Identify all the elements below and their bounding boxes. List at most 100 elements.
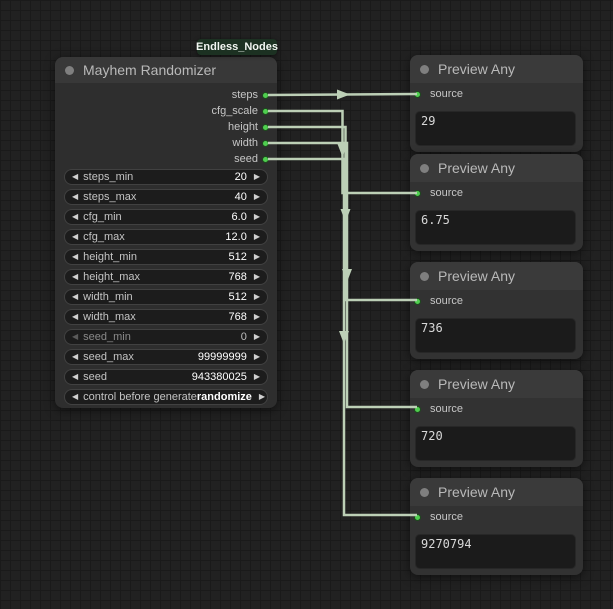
widget-label: steps_min <box>83 171 134 183</box>
increment-arrow-icon[interactable]: ▶ <box>253 272 260 281</box>
node-title-bar[interactable]: Preview Any <box>410 262 583 290</box>
port-label: height <box>228 121 258 133</box>
collapse-dot-icon[interactable] <box>420 163 429 173</box>
increment-arrow-icon[interactable]: ▶ <box>253 352 260 361</box>
node-title: Preview Any <box>438 61 516 77</box>
increment-arrow-icon[interactable]: ▶ <box>258 392 266 401</box>
node-preview-any-5[interactable]: Preview Any source 9270794 <box>410 478 583 575</box>
port-label: source <box>430 88 464 100</box>
increment-arrow-icon[interactable]: ▶ <box>253 212 260 221</box>
input-port-source: source <box>410 185 583 201</box>
input-socket-icon[interactable] <box>414 189 421 197</box>
port-label: cfg_scale <box>211 105 258 117</box>
port-label: width <box>232 137 258 149</box>
link-wire-cfg_scale <box>268 109 417 195</box>
output-socket-icon[interactable] <box>262 139 269 147</box>
increment-arrow-icon[interactable]: ▶ <box>253 252 260 261</box>
node-title: Mayhem Randomizer <box>83 62 217 78</box>
node-preview-any-3[interactable]: Preview Any source 736 <box>410 262 583 359</box>
decrement-arrow-icon[interactable]: ◀ <box>72 232 79 241</box>
node-title-bar[interactable]: Preview Any <box>410 154 583 182</box>
decrement-arrow-icon[interactable]: ◀ <box>72 332 79 341</box>
decrement-arrow-icon[interactable]: ◀ <box>72 392 79 401</box>
link-arrow-icon <box>339 331 349 344</box>
input-socket-icon[interactable] <box>414 90 421 98</box>
decrement-arrow-icon[interactable]: ◀ <box>72 272 79 281</box>
badge-label: Endless_Nodes <box>196 41 278 53</box>
widget-label: width_max <box>83 311 136 323</box>
output-socket-icon[interactable] <box>262 123 269 131</box>
port-label: source <box>430 295 464 307</box>
node-mayhem-randomizer[interactable]: Mayhem Randomizer steps cfg_scale height… <box>55 57 277 408</box>
decrement-arrow-icon[interactable]: ◀ <box>72 192 79 201</box>
preview-value-box[interactable]: 720 <box>415 426 576 461</box>
node-title-bar[interactable]: Preview Any <box>410 478 583 506</box>
widget-label: seed_min <box>83 331 131 343</box>
widget-value: 99999999 <box>197 351 247 363</box>
output-port-cfg-scale: cfg_scale <box>55 103 277 119</box>
decrement-arrow-icon[interactable]: ◀ <box>72 292 79 301</box>
decrement-arrow-icon[interactable]: ◀ <box>72 252 79 261</box>
widget-seed[interactable]: ◀ seed 943380025 ▶ <box>64 369 268 385</box>
increment-arrow-icon[interactable]: ▶ <box>253 292 260 301</box>
widget-label: cfg_max <box>83 231 125 243</box>
widget-cfg-min[interactable]: ◀ cfg_min 6.0 ▶ <box>64 209 268 225</box>
preview-value-box[interactable]: 29 <box>415 111 576 146</box>
increment-arrow-icon[interactable]: ▶ <box>253 372 260 381</box>
decrement-arrow-icon[interactable]: ◀ <box>72 372 79 381</box>
input-socket-icon[interactable] <box>414 513 421 521</box>
widget-seed-max[interactable]: ◀ seed_max 99999999 ▶ <box>64 349 268 365</box>
increment-arrow-icon[interactable]: ▶ <box>253 312 260 321</box>
widget-steps-min[interactable]: ◀ steps_min 20 ▶ <box>64 169 268 185</box>
collapse-dot-icon[interactable] <box>420 379 429 389</box>
widget-value: randomize <box>196 391 252 403</box>
node-title-bar[interactable]: Preview Any <box>410 55 583 83</box>
output-port-height: height <box>55 119 277 135</box>
preview-value-box[interactable]: 9270794 <box>415 534 576 569</box>
widget-height-max[interactable]: ◀ height_max 768 ▶ <box>64 269 268 285</box>
node-preview-any-1[interactable]: Preview Any source 29 <box>410 55 583 152</box>
link-wire-steps <box>267 92 418 97</box>
input-socket-icon[interactable] <box>414 405 421 413</box>
node-title: Preview Any <box>438 376 516 392</box>
widget-height-min[interactable]: ◀ height_min 512 ▶ <box>64 249 268 265</box>
output-socket-icon[interactable] <box>262 91 269 99</box>
increment-arrow-icon[interactable]: ▶ <box>253 192 260 201</box>
increment-arrow-icon[interactable]: ▶ <box>253 172 260 181</box>
widget-control-before-generate[interactable]: ◀ control before generate randomize ▶ <box>64 389 268 405</box>
decrement-arrow-icon[interactable]: ◀ <box>72 352 79 361</box>
increment-arrow-icon[interactable]: ▶ <box>253 332 260 341</box>
widget-width-min[interactable]: ◀ width_min 512 ▶ <box>64 289 268 305</box>
widget-width-max[interactable]: ◀ width_max 768 ▶ <box>64 309 268 325</box>
port-label: source <box>430 403 464 415</box>
node-title: Preview Any <box>438 484 516 500</box>
output-socket-icon[interactable] <box>262 107 269 115</box>
node-title-bar[interactable]: Preview Any <box>410 370 583 398</box>
collapse-dot-icon[interactable] <box>420 64 429 74</box>
widget-cfg-max[interactable]: ◀ cfg_max 12.0 ▶ <box>64 229 268 245</box>
port-label: steps <box>231 89 258 101</box>
decrement-arrow-icon[interactable]: ◀ <box>72 212 79 221</box>
output-socket-icon[interactable] <box>262 155 269 163</box>
node-title-bar[interactable]: Mayhem Randomizer <box>55 57 277 83</box>
node-group-badge: Endless_Nodes <box>196 39 278 55</box>
collapse-dot-icon[interactable] <box>65 65 74 75</box>
widget-seed-min[interactable]: ◀ seed_min 0 ▶ <box>64 329 268 345</box>
decrement-arrow-icon[interactable]: ◀ <box>72 312 79 321</box>
node-preview-any-2[interactable]: Preview Any source 6.75 <box>410 154 583 251</box>
widget-steps-max[interactable]: ◀ steps_max 40 ▶ <box>64 189 268 205</box>
increment-arrow-icon[interactable]: ▶ <box>253 232 260 241</box>
input-socket-icon[interactable] <box>414 297 421 305</box>
node-title: Preview Any <box>438 160 516 176</box>
preview-value-box[interactable]: 6.75 <box>415 210 576 245</box>
output-ports: steps cfg_scale height width seed <box>55 87 277 167</box>
collapse-dot-icon[interactable] <box>420 487 429 497</box>
link-wire-height <box>268 125 417 302</box>
preview-value-box[interactable]: 736 <box>415 318 576 353</box>
collapse-dot-icon[interactable] <box>420 271 429 281</box>
link-arrow-icon <box>342 269 352 282</box>
node-preview-any-4[interactable]: Preview Any source 720 <box>410 370 583 467</box>
decrement-arrow-icon[interactable]: ◀ <box>72 172 79 181</box>
widget-label: seed <box>83 371 108 383</box>
